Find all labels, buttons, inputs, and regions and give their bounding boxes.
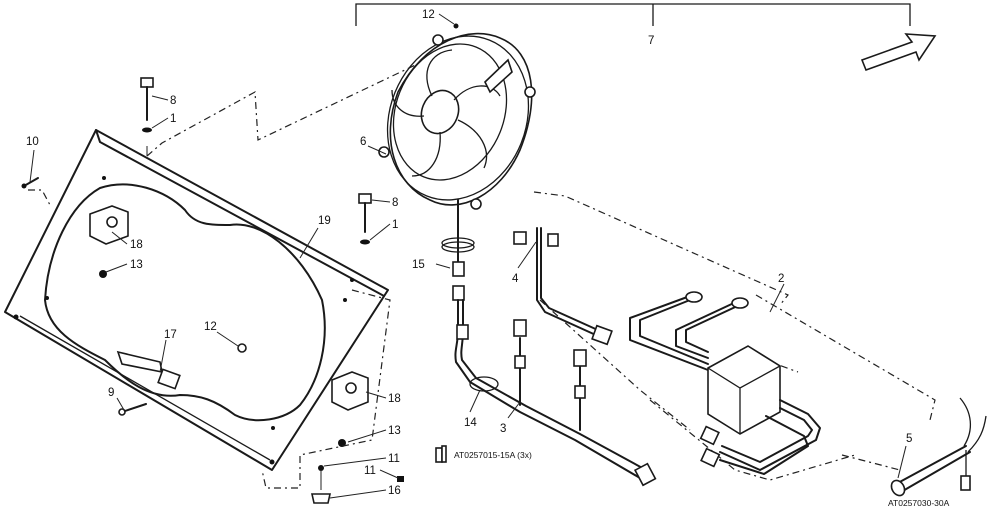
connector-symbol (435, 445, 447, 463)
bolt-8-left (140, 77, 154, 156)
leader-lines (29, 13, 907, 499)
callouts: 8 1 10 8 1 19 18 13 12 17 9 18 13 11 11 … (26, 9, 912, 497)
callout-12-frame: 12 (204, 321, 217, 333)
callout-19: 19 (318, 215, 331, 227)
callout-18-right: 18 (388, 393, 401, 405)
drawing-number: AT0257030-30A (888, 498, 950, 508)
callout-7: 7 (648, 35, 654, 47)
assembly-bracket-7 (355, 3, 911, 26)
callout-2: 2 (778, 273, 784, 285)
callout-1-right: 1 (392, 219, 398, 231)
callout-11-b: 11 (364, 465, 376, 477)
callout-14: 14 (464, 417, 477, 429)
callout-10: 10 (26, 136, 39, 148)
sensor-cable-5 (890, 397, 987, 497)
callout-12-fan: 12 (422, 9, 435, 21)
screw-9 (118, 403, 147, 416)
callout-8-left: 8 (170, 95, 176, 107)
arrow-icon (860, 33, 937, 72)
wiring-harness-3 (441, 199, 657, 487)
control-module-2 (629, 291, 821, 475)
callout-9: 9 (108, 387, 114, 399)
callout-13-right: 13 (388, 425, 401, 437)
callout-13-left: 13 (130, 259, 143, 271)
callout-18-left: 18 (130, 239, 143, 251)
fan-icon (378, 23, 536, 210)
callout-6: 6 (360, 136, 366, 148)
callout-1-left: 1 (170, 113, 176, 125)
callout-8-right: 8 (392, 197, 398, 209)
callout-11-a: 11 (388, 453, 400, 465)
callout-3: 3 (500, 423, 506, 435)
callout-17: 17 (164, 329, 177, 341)
wiring-lead-4 (513, 227, 613, 346)
fan-shroud-frame (4, 129, 389, 471)
callout-16: 16 (388, 485, 401, 497)
callout-5: 5 (906, 433, 912, 445)
callout-15: 15 (412, 259, 425, 271)
callout-4: 4 (512, 273, 519, 285)
connector-part-note: AT0257015-15A (3x) (454, 450, 532, 460)
assembly-lines (28, 57, 936, 489)
fastener-11-16 (311, 465, 404, 504)
screw-10 (21, 177, 39, 189)
bolt-8-right (358, 193, 372, 245)
